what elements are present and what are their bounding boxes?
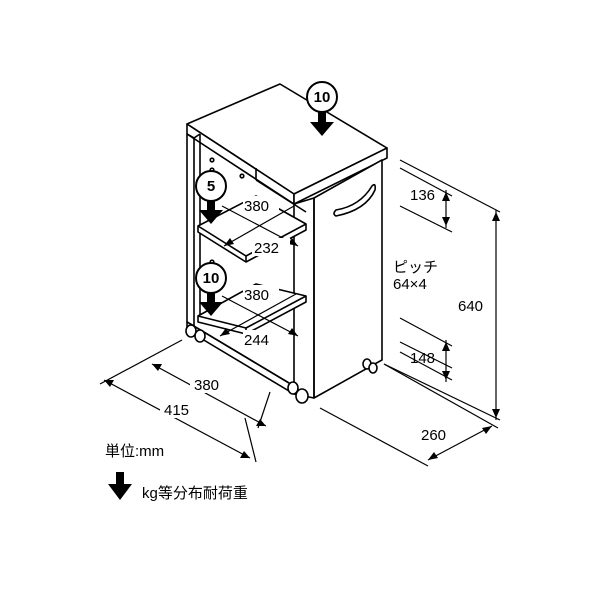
legend-arrow-head [108, 484, 132, 500]
legend: 単位:mm kg等分布耐荷重 [105, 443, 248, 502]
dim-height-top-gap: 136 [410, 187, 435, 204]
load-arrow-shelf-head [199, 210, 223, 224]
casters [185, 324, 378, 404]
dim-inner-depth-lower: 244 [244, 332, 269, 349]
dim-height-bottom-gap: 148 [410, 350, 435, 367]
load-arrow-bottom-shaft [207, 293, 215, 305]
inner-dimension-arrows [220, 238, 298, 336]
depth-dimension-arrows [428, 426, 492, 460]
legend-unit: 単位:mm [105, 443, 164, 460]
width-dimension-arrows [104, 364, 266, 458]
height-dimension-arrows [442, 192, 500, 418]
load-badge-shelf: 5 [195, 170, 227, 224]
legend-load-note: kg等分布耐荷重 [142, 484, 248, 502]
cabinet-handle [333, 183, 376, 217]
dim-inner-width-upper: 380 [244, 198, 269, 215]
load-arrow-top-shaft [318, 112, 326, 124]
dim-inner-width-lower: 380 [244, 287, 269, 304]
dim-total-height: 640 [458, 298, 483, 315]
cabinet-right-front-post [293, 197, 315, 399]
load-badge-top-value: 10 [314, 89, 331, 106]
cabinet-back-edge [193, 133, 201, 139]
legend-arrow-shaft [116, 472, 124, 486]
dim-inner-depth-upper: 232 [254, 240, 279, 257]
load-badge-bottom: 10 [195, 262, 227, 316]
load-badge-bottom-value: 10 [203, 270, 220, 287]
load-badge-top: 10 [306, 81, 338, 136]
dim-pitch-label: ピッチ [393, 259, 438, 276]
cabinet-top-side-edge [293, 147, 388, 205]
dim-pitch-value: 64×4 [393, 276, 427, 293]
load-arrow-top-head [310, 122, 334, 136]
dim-outer-width: 415 [164, 402, 189, 419]
depth-dimension-lines [319, 363, 499, 467]
cabinet-left-post [186, 133, 195, 327]
dimension-labels: 380 232 380 244 380 415 136 ピッチ 64×4 640… [160, 187, 483, 444]
dim-depth: 260 [421, 427, 446, 444]
width-dimension-lines [99, 339, 271, 463]
load-arrow-shelf-shaft [207, 201, 215, 213]
dim-inner-width-base: 380 [194, 377, 219, 394]
load-arrow-bottom-head [199, 302, 223, 316]
load-badge-shelf-value: 5 [207, 178, 215, 195]
